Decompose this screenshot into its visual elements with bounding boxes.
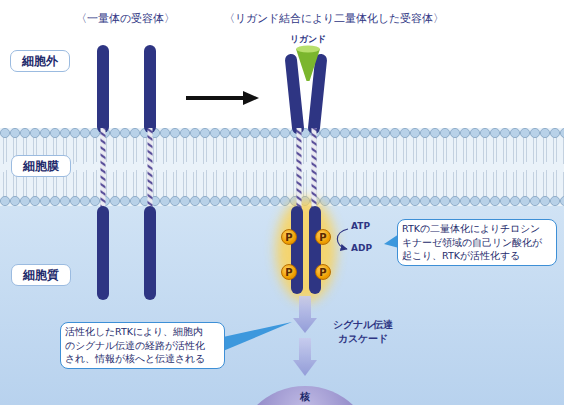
panel-heading: 〈一量体の受容体〉 (76, 11, 175, 26)
molecule-label: ADP (351, 243, 372, 253)
atp-adp-arrow (337, 229, 348, 249)
cascade-label: シグナル伝達 カスケード (327, 318, 399, 346)
callout-text: 活性化したRTKにより、細胞内 のシグナル伝達の経路が活性化 され、情報が核へと… (65, 325, 220, 366)
transition-arrow (186, 91, 259, 105)
molecule-label: ATP (351, 221, 370, 231)
nucleus: 核 (235, 386, 375, 405)
callout-box: RTKの二量体化によりチロシン キナーゼ領域の自己リン酸化が 起こり、RTKが活… (397, 219, 557, 266)
callout-box: 活性化したRTKにより、細胞内 のシグナル伝達の経路が活性化 され、情報が核へと… (60, 322, 225, 369)
phosphate-label: P (319, 232, 326, 243)
activation-glow (276, 198, 336, 302)
phosphate-circle: P (315, 229, 331, 245)
monomer-receptors (97, 45, 156, 300)
panel-heading: 〈リガンド結合により二量体化した受容体〉 (224, 11, 444, 26)
ligand-shape (296, 46, 320, 82)
dimer-receptor (291, 60, 321, 294)
region-label-box: 細胞膜 (11, 155, 71, 177)
ligand-label: リガンド (290, 33, 326, 46)
phosphate-label: P (319, 267, 326, 278)
phosphate-label: P (285, 267, 292, 278)
cascade-arrows (293, 296, 317, 376)
nucleus-label: 核 (300, 390, 310, 404)
phosphate-circle: P (281, 264, 297, 280)
region-label-box: 細胞質 (11, 264, 71, 286)
region-label: 細胞質 (23, 267, 59, 284)
region-label: 細胞膜 (23, 158, 59, 175)
region-label-box: 細胞外 (10, 50, 70, 72)
region-label: 細胞外 (22, 53, 58, 70)
membrane-interior (0, 128, 564, 206)
phosphate-circle: P (315, 264, 331, 280)
lipid-bilayer (0, 128, 564, 206)
phosphate-circle: P (281, 229, 297, 245)
phosphate-label: P (285, 232, 292, 243)
callout-text: RTKの二量体化によりチロシン キナーゼ領域の自己リン酸化が 起こり、RTKが活… (402, 222, 552, 263)
callout-pointer (223, 322, 292, 351)
